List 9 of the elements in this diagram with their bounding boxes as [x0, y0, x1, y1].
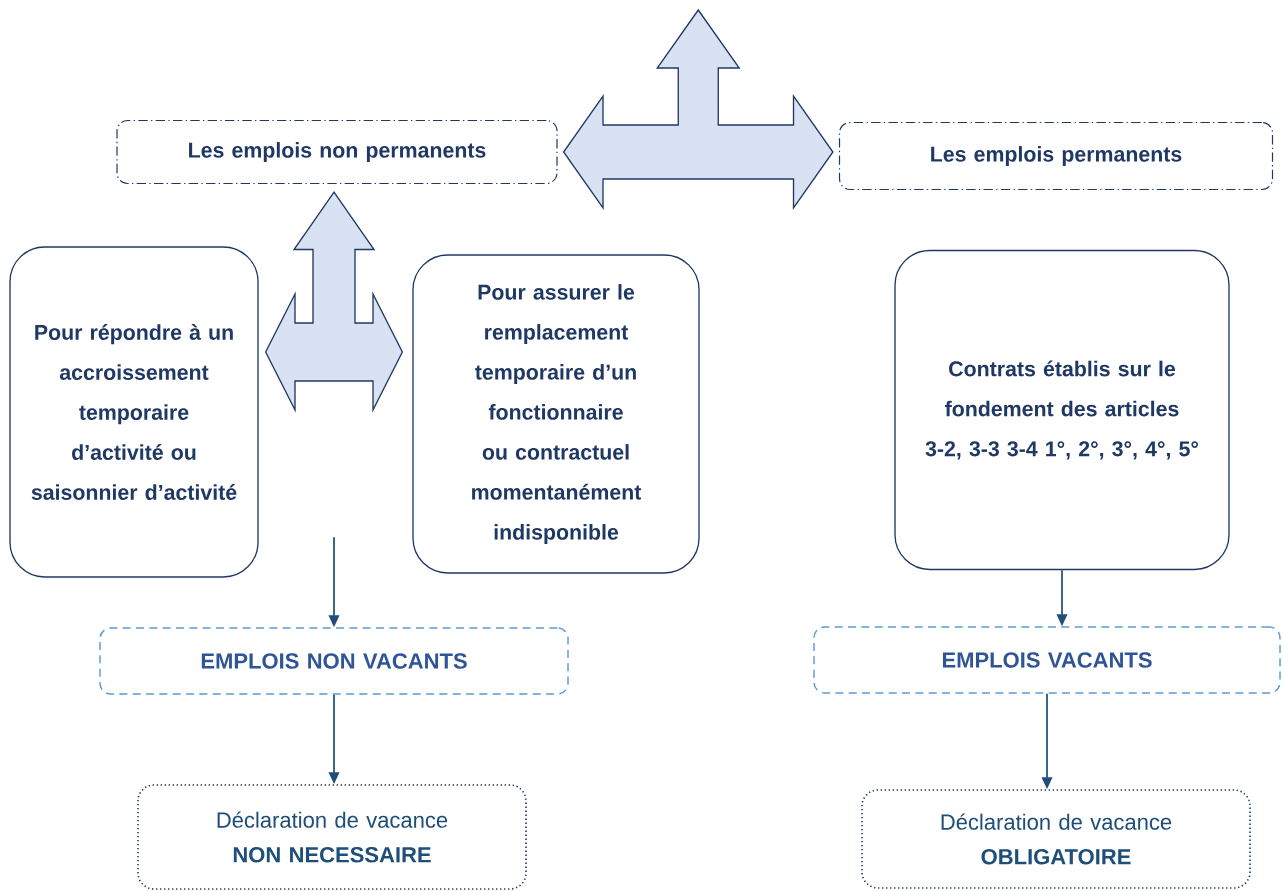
declaration-box: Déclaration de vacance NON NECESSAIRE — [137, 784, 527, 890]
criteria-box: Contrats établis sur le fondement des articles 3-2, 3-3 3-4 1°, 2°, 3°, 4°, 5° — [894, 249, 1230, 571]
category-box: Les emplois non permanents — [116, 119, 558, 185]
status-box: EMPLOIS NON VACANTS — [99, 627, 569, 695]
declaration-box: Déclaration de vacance OBLIGATOIRE — [861, 789, 1251, 889]
criteria-box: Pour répondre à un accroissement temporaire d’activité ou saisonnier d’activité — [9, 246, 259, 578]
category-box: Les emplois permanents — [838, 121, 1274, 191]
criteria-box: Pour assurer le remplacement temporaire d’un fonctionnaire ou contractuel momentanément indisponible — [412, 254, 700, 574]
status-box: EMPLOIS VACANTS — [813, 626, 1281, 694]
